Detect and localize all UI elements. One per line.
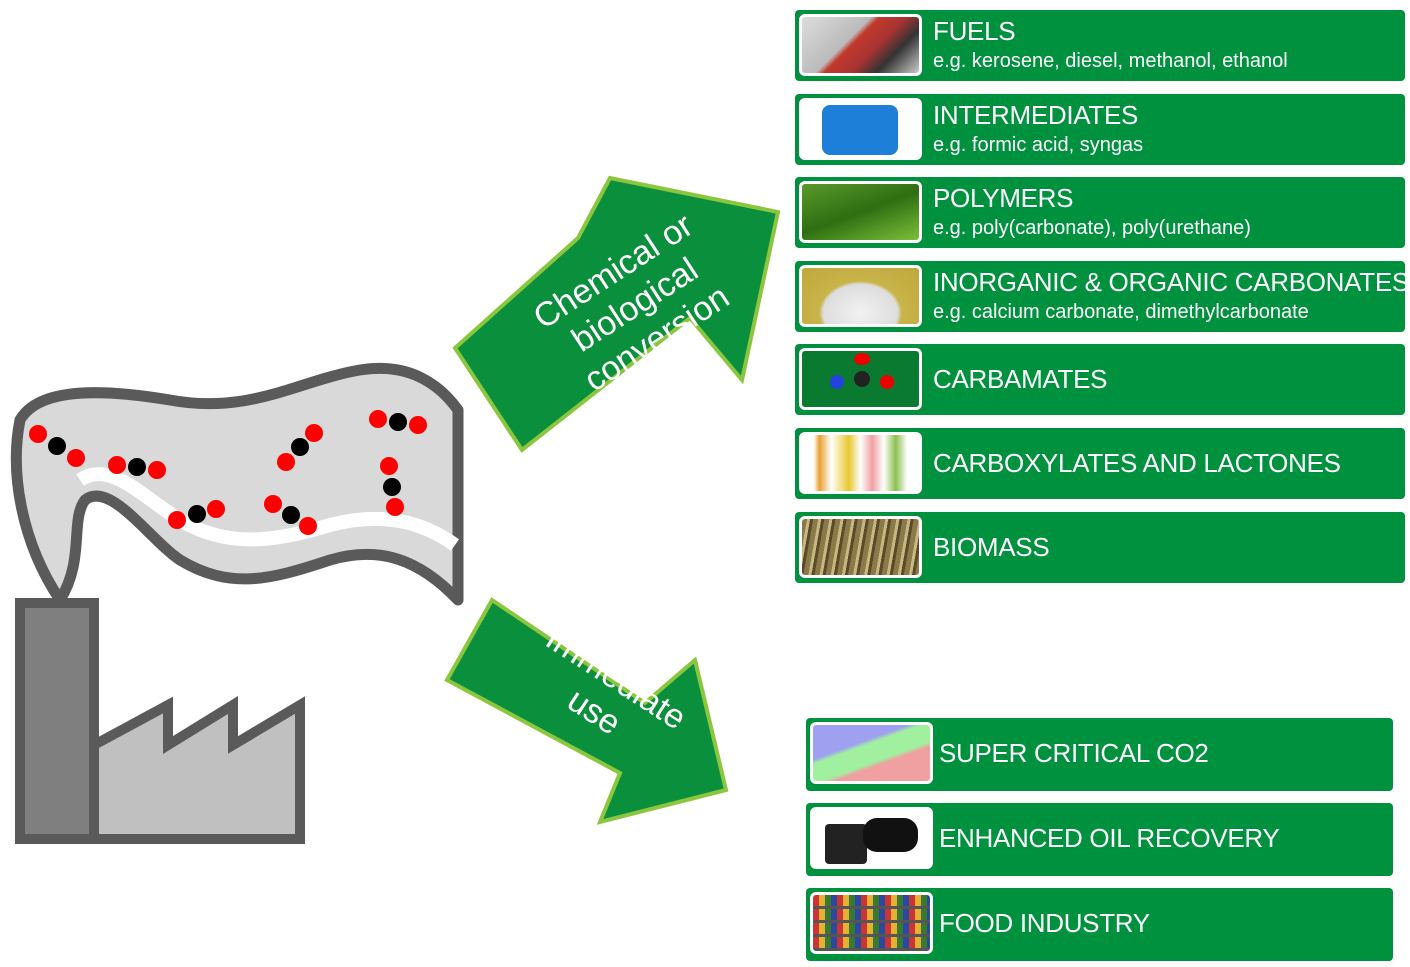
product-title: CARBOXYLATES AND LACTONES [933,448,1341,478]
phase-diagram-image [810,722,933,784]
product-biomass: BIOMASS [795,512,1405,583]
product-subtitle: e.g. formic acid, syngas [933,134,1144,156]
smoke-highlight [76,467,460,551]
bottle-on-grass-image [799,181,922,243]
product-title: BIOMASS [933,532,1050,562]
oil-barrels-image [810,807,933,869]
nitrogen-atom [830,375,844,389]
oil-barrel [825,824,867,864]
product-intermediates: INTERMEDIATES e.g. formic acid, syngas [795,94,1405,165]
product-title: CARBAMATES [933,364,1108,394]
use-enhanced-oil-recovery: ENHANCED OIL RECOVERY [806,803,1393,876]
chimney [15,598,99,844]
canister-image [799,98,922,160]
product-title: POLYMERS [933,183,1074,213]
product-carboxylates: CARBOXYLATES AND LACTONES [795,428,1405,499]
smoke-plume [10,363,464,606]
co2-molecules [29,410,427,535]
use-title: FOOD INDUSTRY [939,908,1150,938]
immediate-use-arrow [444,597,729,825]
powder-image [799,265,922,327]
product-carbonates: INORGANIC & ORGANIC CARBONATES e.g. calc… [795,261,1409,332]
product-carbamates: CARBAMATES [795,344,1405,415]
product-subtitle: e.g. poly(carbonate), poly(urethane) [933,217,1251,239]
product-title: INTERMEDIATES [933,100,1139,130]
use-title: SUPER CRITICAL CO2 [939,738,1209,768]
oil-barrel [863,818,918,852]
use-supercritical-co2: SUPER CRITICAL CO2 [806,718,1393,791]
product-title: FUELS [933,16,1016,46]
use-food-industry: FOOD INDUSTRY [806,888,1393,961]
conversion-arrow [452,175,781,453]
factory-building [89,696,305,844]
use-title: ENHANCED OIL RECOVERY [939,823,1280,853]
beverage-shelves-image [810,892,933,954]
product-fuels: FUELS e.g. kerosene, diesel, methanol, e… [795,10,1405,81]
product-title: INORGANIC & ORGANIC CARBONATES [933,267,1409,297]
pellets-image [799,516,922,578]
lab-flasks-image [799,432,922,494]
canister-shape [822,105,898,155]
oxygen-atom [880,375,894,389]
fuel-pump-image [799,14,922,76]
product-subtitle: e.g. kerosene, diesel, methanol, ethanol [933,50,1288,72]
product-polymers: POLYMERS e.g. poly(carbonate), poly(uret… [795,177,1405,248]
carbon-atom [854,371,870,387]
product-subtitle: e.g. calcium carbonate, dimethylcarbonat… [933,301,1309,323]
oxygen-atom [854,353,870,365]
molecule-image [799,348,922,410]
